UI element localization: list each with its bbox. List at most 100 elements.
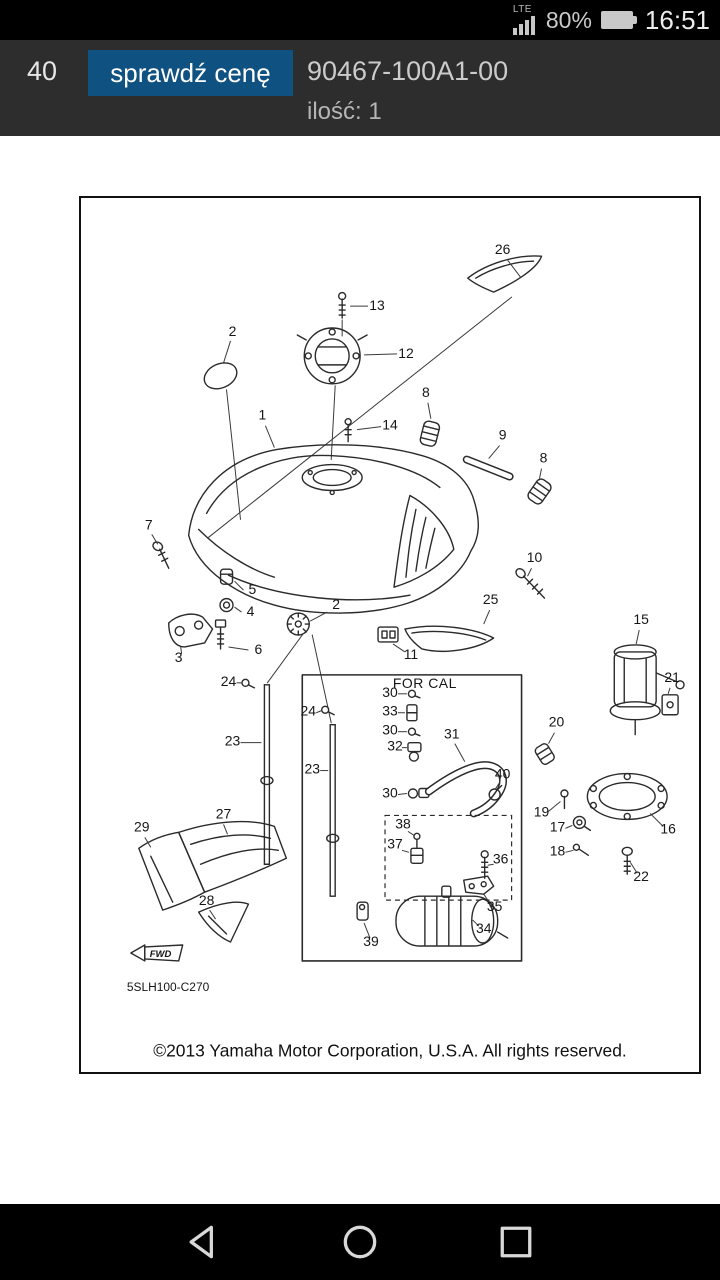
part-callout-14: 14: [382, 417, 398, 433]
part-20-sleeve: [534, 743, 555, 765]
part-5-bushing: [219, 568, 234, 585]
part-callout-32: 32: [387, 738, 403, 754]
callout-leader-line: [548, 732, 555, 744]
part-8-damper-left: [419, 420, 441, 447]
check-price-button[interactable]: sprawdź cenę: [88, 50, 293, 96]
part-callout-17: 17: [550, 818, 566, 834]
part-24-clip-a: [241, 678, 256, 689]
callout-leader-line: [234, 580, 244, 591]
part-23-tube-a: [260, 684, 274, 865]
part-callout-16: 16: [660, 820, 676, 836]
part-callout-13: 13: [369, 297, 385, 313]
callout-leader-line: [454, 743, 466, 762]
part-2-grommet: [286, 612, 310, 636]
part-32-valve: [407, 741, 422, 762]
callout-leader-line: [472, 919, 480, 927]
part-11-connector: [377, 626, 399, 643]
part-33-joint: [406, 704, 418, 722]
fwd-label: FWD: [150, 949, 172, 960]
construction-lines: [208, 296, 513, 724]
part-34-canister: [395, 885, 509, 947]
part-callout-2: 2: [229, 323, 237, 339]
callout-leader-line: [316, 710, 322, 714]
parts-diagram-frame: FWD 5SLH100-C270 FOR CAL ©2013 Yamaha Mo…: [79, 196, 701, 1074]
part-callout-30: 30: [382, 722, 398, 738]
callout-leader-line: [310, 611, 328, 622]
part-26-cover-strip: [467, 255, 543, 293]
callout-leader-line: [180, 646, 183, 655]
callout-leader-line: [548, 801, 561, 812]
network-type-label: LTE: [512, 4, 532, 15]
android-nav-bar: [0, 1204, 720, 1280]
callout-leader-line: [223, 340, 231, 364]
callout-leader-line: [483, 609, 491, 625]
callout-leader-line: [635, 629, 640, 645]
part-9-rod: [462, 455, 514, 481]
diagram-code: 5SLH100-C270: [127, 980, 210, 994]
part-callout-18: 18: [550, 842, 566, 858]
back-icon[interactable]: [182, 1220, 226, 1264]
part-10-bolt: [515, 568, 546, 599]
part-callout-39: 39: [363, 933, 379, 949]
part-callout-24: 24: [301, 703, 317, 719]
part-callout-27: 27: [216, 805, 232, 821]
part-27-cover: [177, 820, 288, 893]
callout-leader-line: [407, 830, 415, 836]
part-callout-11: 11: [404, 646, 419, 662]
callout-leader-line: [488, 445, 501, 459]
part-callout-15: 15: [633, 611, 649, 627]
part-37-filter: [410, 847, 424, 864]
part-callout-26: 26: [495, 241, 511, 257]
part-callout-34: 34: [476, 920, 492, 936]
part-13-screw: [337, 291, 347, 319]
callout-leader-line: [364, 353, 397, 356]
part-callout-3: 3: [175, 649, 183, 665]
part-callout-28: 28: [199, 892, 215, 908]
battery-percent-label: 80%: [545, 6, 592, 33]
status-bar: LTE 80% 16:51: [0, 0, 720, 40]
recents-icon[interactable]: [494, 1220, 538, 1264]
callout-leader-line: [483, 893, 492, 905]
part-36-screw: [480, 850, 489, 879]
part-39-elbow: [356, 901, 369, 921]
part-callout-7: 7: [145, 516, 153, 532]
part-callout-20: 20: [549, 714, 565, 730]
part-callout-5: 5: [249, 581, 257, 597]
part-callout-30: 30: [382, 784, 398, 800]
part-6-bolt: [214, 619, 227, 650]
quantity-label: ilość: 1: [307, 98, 382, 125]
home-icon[interactable]: [338, 1220, 382, 1264]
part-callout-33: 33: [382, 703, 398, 719]
callout-leader-line: [565, 849, 574, 853]
part-2-pad: [203, 362, 238, 390]
for-cal-label: FOR CAL: [393, 675, 457, 691]
callout-leader-line: [507, 259, 521, 278]
part-callout-6: 6: [255, 641, 263, 657]
part-1-fuel-tank: [187, 444, 479, 614]
part-number: 90467-100A1-00: [307, 56, 509, 86]
part-31-hose: [424, 761, 507, 818]
fwd-direction-marker: [130, 944, 184, 962]
part-callout-12: 12: [398, 345, 414, 361]
part-17-clamp: [572, 815, 592, 832]
signal-strength-icon: LTE: [512, 4, 535, 35]
item-number: 40: [27, 56, 58, 86]
callout-leader-line: [397, 792, 408, 795]
part-16-gasket: [586, 772, 668, 821]
callout-leader-line: [151, 534, 159, 545]
battery-icon: [600, 11, 637, 29]
part-30-clip-a: [407, 689, 421, 699]
part-callout-4: 4: [247, 603, 255, 619]
callout-leader-line: [629, 861, 638, 874]
part-30-clip-b: [407, 727, 421, 737]
callout-leader-line: [527, 567, 532, 577]
part-28-cover: [197, 901, 250, 943]
status-time: 16:51: [644, 4, 710, 35]
callout-leader-line: [223, 824, 228, 835]
part-callout-37: 37: [387, 835, 403, 851]
callout-leader-line: [539, 468, 542, 479]
part-callout-2: 2: [332, 596, 340, 612]
part-callout-8: 8: [422, 384, 430, 400]
part-21-bracket: [661, 694, 679, 716]
part-callout-1: 1: [259, 407, 267, 423]
